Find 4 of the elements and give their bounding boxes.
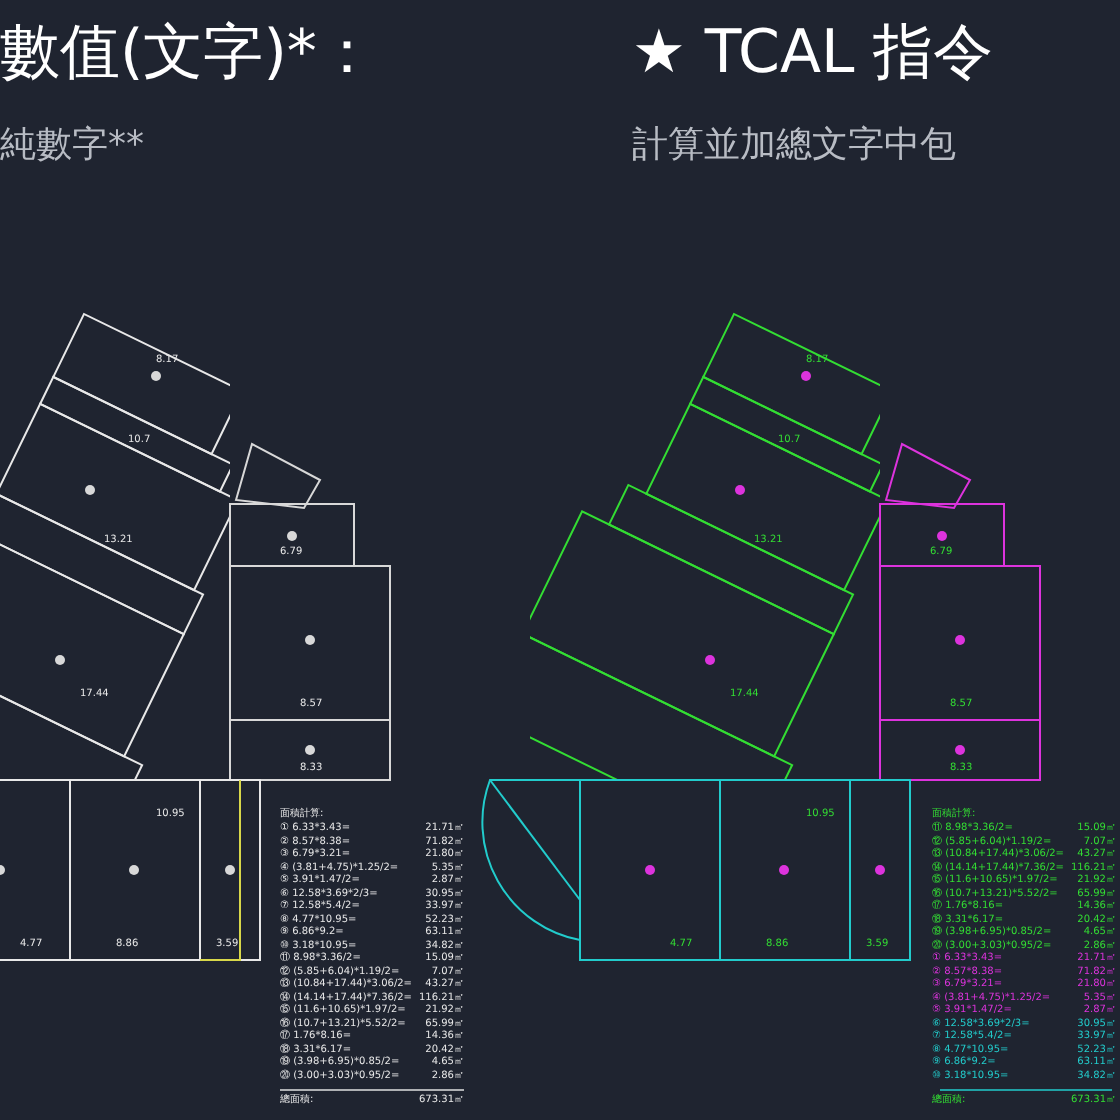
heading-text: 數值(文字)*： xyxy=(0,24,377,84)
heading-text: ★ TCAL 指令 xyxy=(632,24,994,84)
subtitle-text: 計算並加總文字中包 xyxy=(632,128,956,164)
subtitle-text: 純數字** xyxy=(0,128,144,164)
